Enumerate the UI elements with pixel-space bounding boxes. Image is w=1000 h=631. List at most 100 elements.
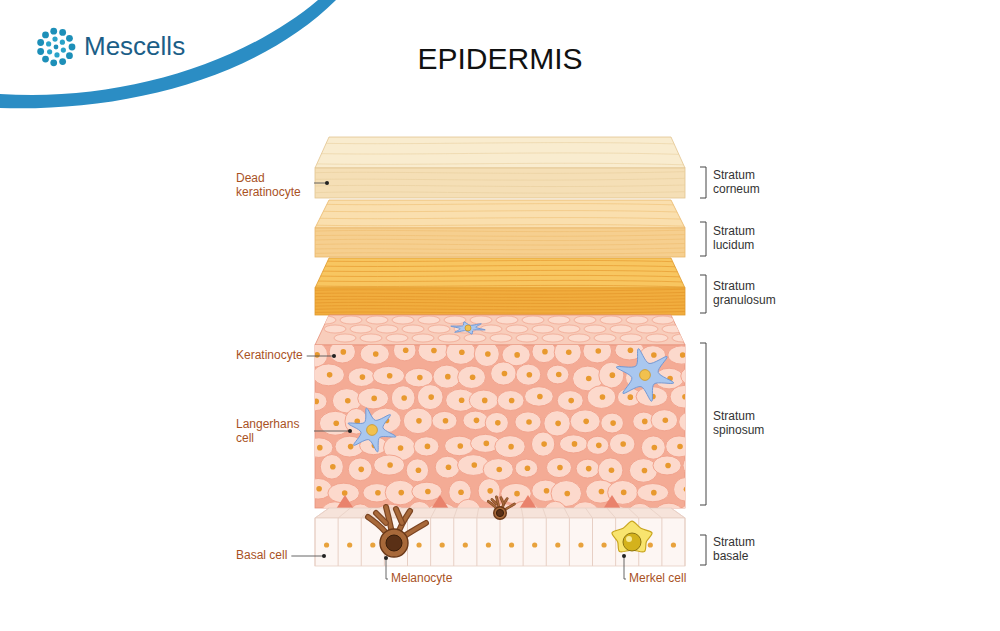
basal-cell-wall	[454, 508, 458, 518]
cell-nucleus	[485, 351, 491, 357]
keratinocyte-cell	[574, 316, 596, 324]
melanocyte-shape	[368, 507, 426, 557]
keratinocyte-cell	[571, 502, 599, 508]
cell-nucleus	[358, 467, 364, 473]
cell-nucleus	[330, 464, 336, 470]
melanocyte-dendrite	[396, 509, 402, 523]
cell-nucleus	[564, 491, 570, 497]
layer-top-face	[315, 315, 685, 345]
cell-nucleus	[620, 441, 626, 447]
cell-nucleus	[482, 398, 488, 404]
cell-nucleus	[471, 462, 477, 468]
basal-cell-nucleus	[440, 542, 445, 547]
basal-cell-wall	[315, 518, 316, 566]
cell-nucleus	[566, 349, 572, 355]
cell-nucleus	[595, 348, 601, 354]
keratinocyte-cell	[626, 316, 648, 324]
cell-nucleus	[557, 465, 563, 471]
layer-grain	[315, 218, 685, 220]
cell-nucleus	[341, 349, 347, 355]
keratinocyte-cell	[444, 316, 466, 324]
cell-nucleus	[495, 420, 501, 426]
stratum-granulosum-layer	[315, 258, 685, 315]
keratinocyte-cell	[662, 325, 684, 333]
keratinocyte-cell	[646, 334, 668, 342]
layer-grain	[315, 252, 685, 254]
cell-nucleus	[610, 420, 616, 426]
rete-ridge	[336, 495, 354, 508]
keratinocyte-cell	[548, 316, 570, 324]
cell-nucleus	[586, 466, 592, 472]
keratinocyte-cell	[531, 432, 554, 456]
layer-grain	[315, 299, 685, 301]
cell-nucleus	[599, 489, 605, 495]
cell-nucleus	[526, 419, 532, 425]
keratinocyte-cell	[432, 411, 457, 430]
melanocyte-dendrite	[501, 498, 504, 504]
cell-nucleus	[345, 398, 351, 404]
basal-cell-nucleus	[601, 542, 606, 547]
layer-name: Stratum spinosum	[713, 410, 787, 438]
merkel-cell-shape	[612, 521, 652, 552]
cell-nucleus	[609, 467, 615, 473]
cell-nucleus	[542, 349, 548, 355]
keratinocyte-cell	[636, 325, 658, 333]
cell-nucleus	[445, 374, 451, 380]
cell-nucleus	[398, 490, 404, 496]
cell-nucleus	[610, 372, 616, 378]
keratinocyte-cell	[350, 325, 372, 333]
keratinocyte-cell	[668, 346, 685, 364]
cell-nucleus	[541, 441, 547, 447]
langerhans-body	[451, 322, 485, 334]
logo-dot	[61, 48, 66, 53]
cell-nucleus	[621, 490, 627, 496]
cell-nucleus	[315, 352, 320, 358]
basal-cell-nucleus	[370, 542, 375, 547]
layer-bracket	[700, 343, 706, 505]
layer-grain	[315, 163, 685, 165]
keratinocyte-cell	[600, 316, 622, 324]
keratinocyte-cell	[609, 433, 635, 454]
cell-label: Keratinocyte	[236, 349, 303, 363]
langerhans-nucleus	[640, 370, 651, 381]
cell-nucleus	[682, 394, 685, 400]
keratinocyte-cell	[438, 334, 460, 342]
leader-line	[386, 558, 388, 579]
leader-dot	[348, 429, 352, 433]
langerhans-body	[348, 408, 396, 452]
cell-nucleus	[586, 376, 592, 382]
cell-nucleus	[544, 488, 550, 494]
logo-dot	[42, 56, 49, 63]
keratinocyte-cell	[433, 365, 461, 388]
logo-dot	[47, 49, 52, 54]
melanocyte-dendrite	[492, 500, 497, 505]
langerhans-body	[616, 349, 673, 402]
melanocyte-body	[494, 507, 507, 520]
melanocyte-nucleus	[386, 535, 402, 551]
keratinocyte-cell	[594, 334, 616, 342]
basal-cell-wall	[661, 518, 662, 566]
logo-dot	[37, 39, 44, 46]
keratinocyte-cell	[463, 411, 488, 430]
keratinocyte-cell	[544, 411, 571, 436]
keratinocyte-cell	[391, 386, 415, 411]
layer-front-face	[315, 345, 685, 508]
cell-nucleus	[663, 417, 669, 423]
melanocyte-dendrite	[376, 513, 386, 523]
logo-dot	[50, 28, 57, 35]
langerhans-cell-shape	[451, 322, 485, 334]
rete-ridge	[603, 495, 621, 508]
cell-nucleus	[470, 374, 476, 380]
keratinocyte-cell	[515, 412, 541, 432]
layer-name: Stratum granulosum	[713, 280, 787, 308]
basal-cell-wall	[586, 508, 593, 518]
layer-grain	[315, 302, 685, 304]
layer-front-face	[315, 518, 685, 566]
keratinocyte-cell	[491, 362, 517, 385]
cell-nucleus	[315, 399, 319, 405]
logo-dot	[54, 45, 59, 50]
logo-dot	[66, 52, 73, 59]
keratinocyte-cell	[366, 316, 388, 324]
basal-cell-wall	[615, 518, 616, 566]
